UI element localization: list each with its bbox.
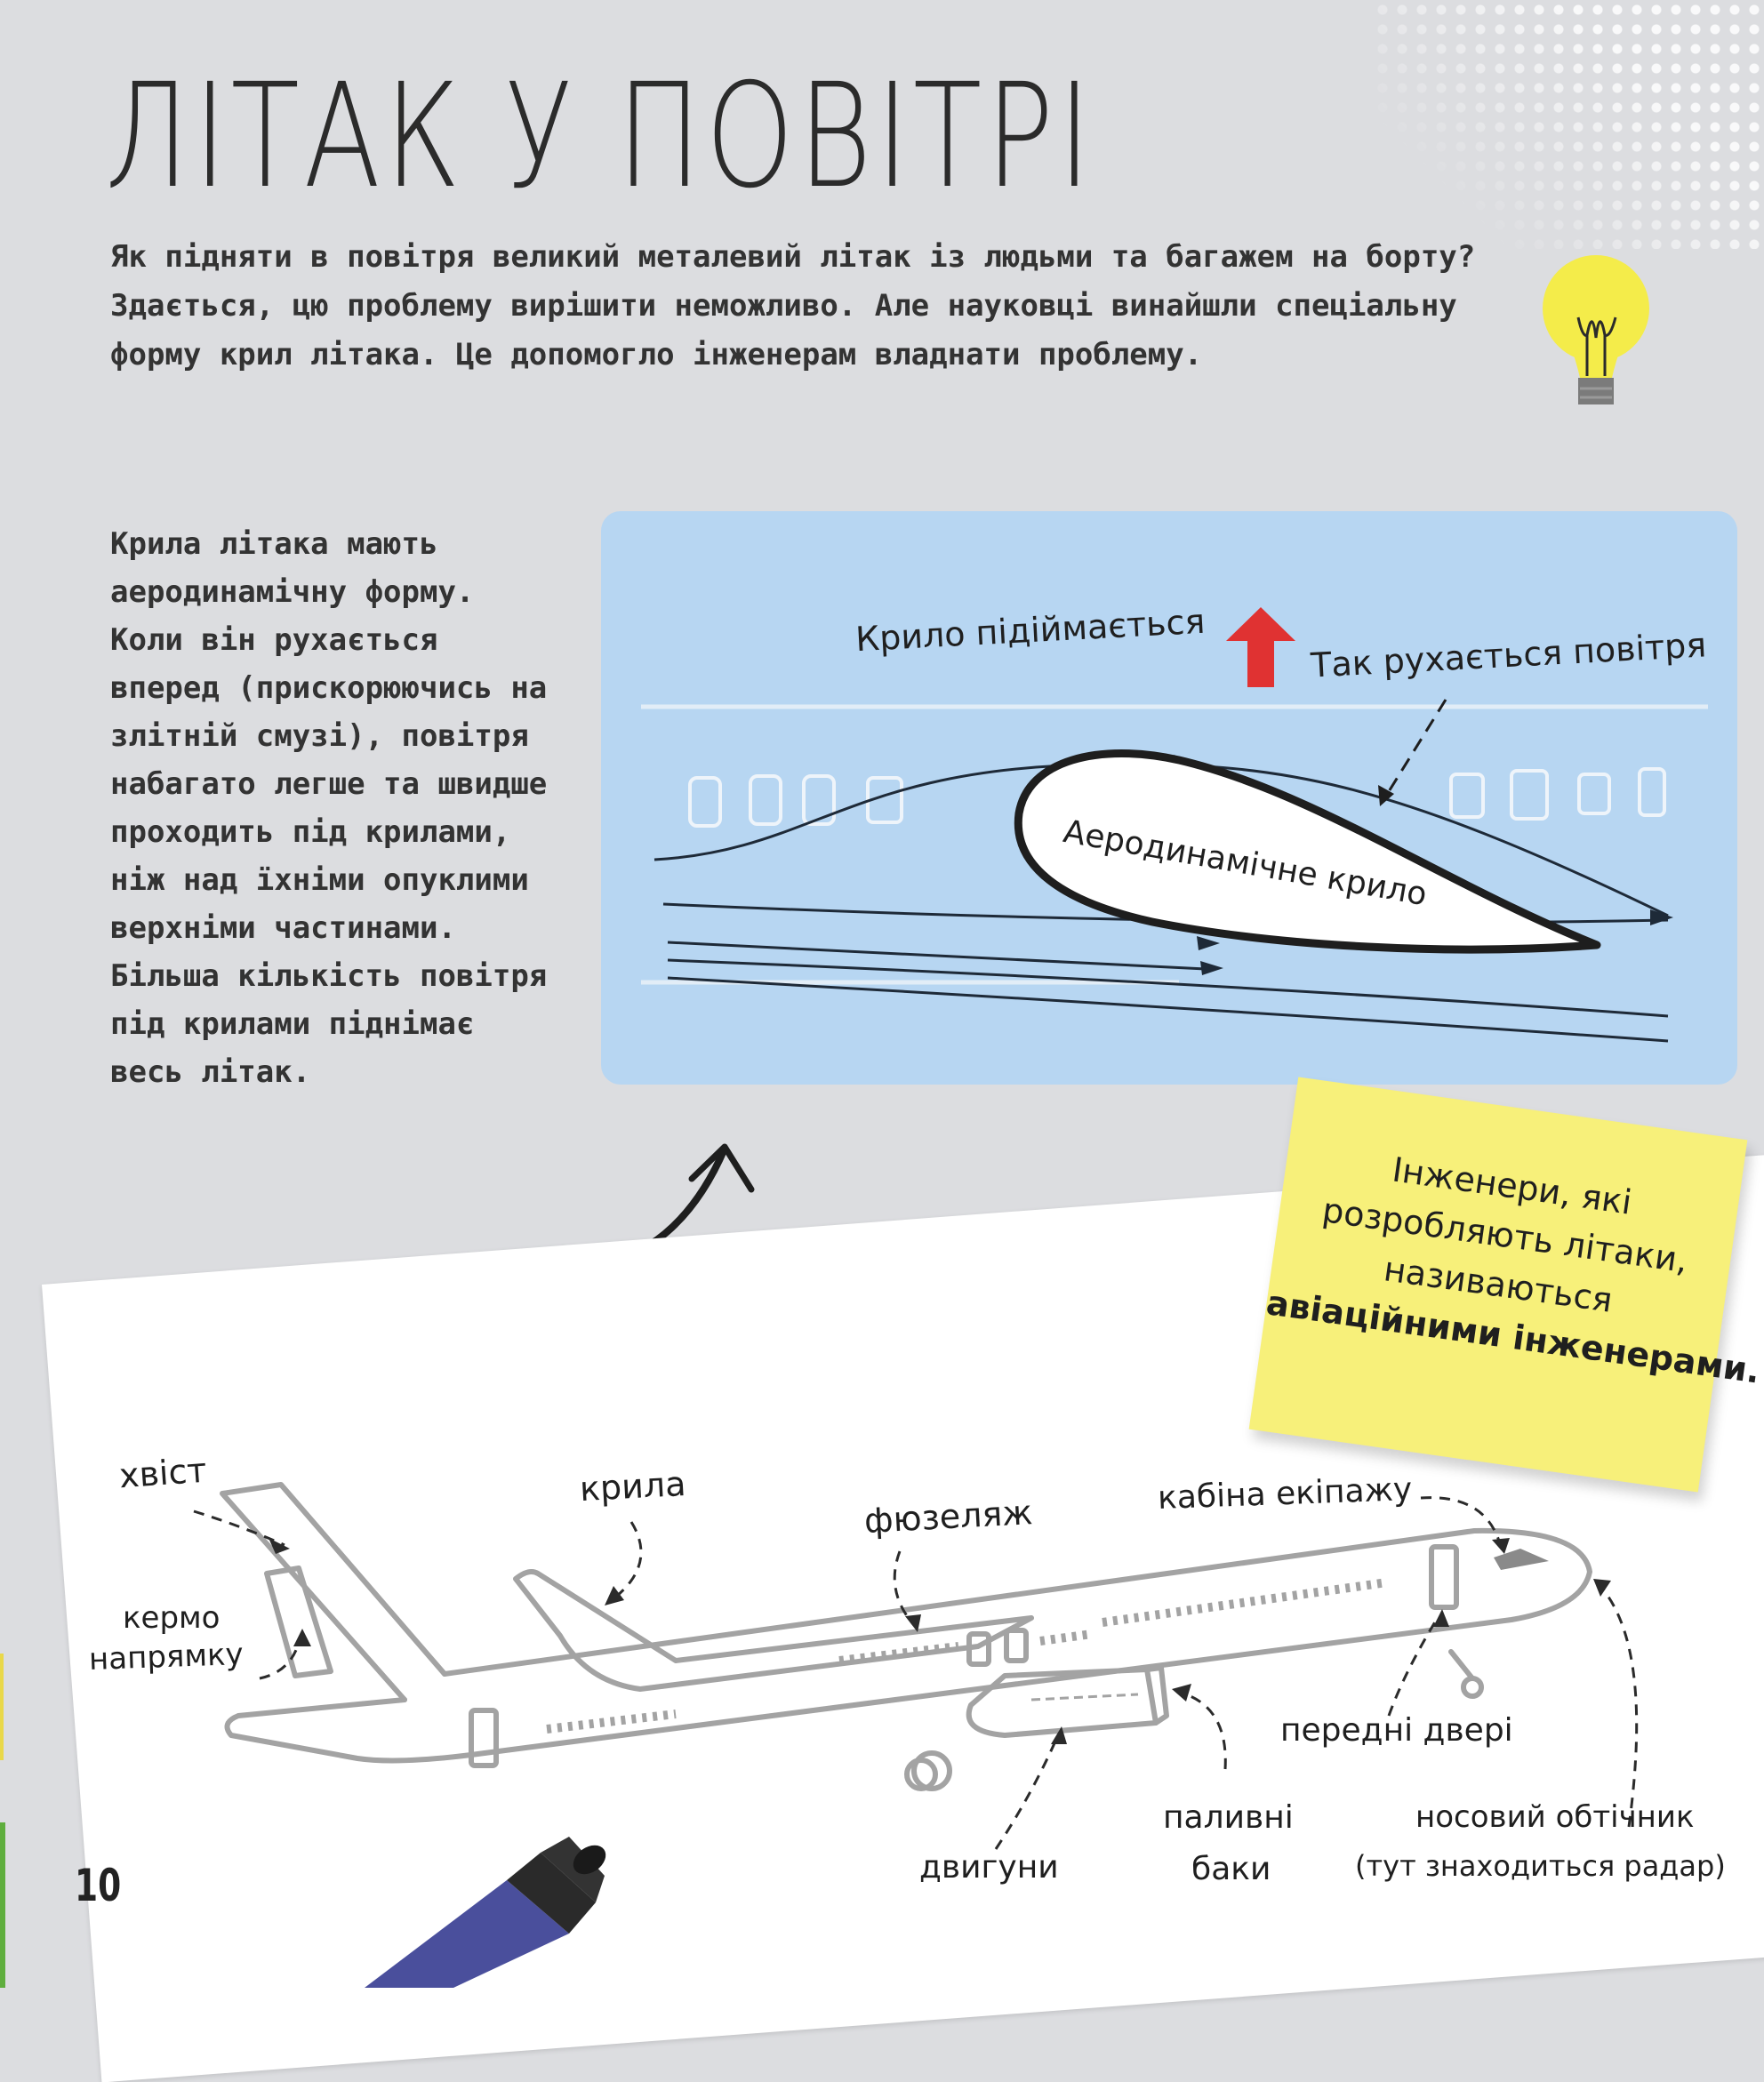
engines-label: двигуни xyxy=(919,1849,1059,1886)
nose-cone-label-line1: носовий обтічник xyxy=(1415,1799,1695,1835)
explanation-text: Крила літака мають аеродинамічну форму. … xyxy=(110,526,548,1090)
sticky-note: Інженери, які розробляють літаки, назива… xyxy=(1248,1077,1763,1493)
marker-pen-icon xyxy=(365,1837,606,1988)
airflow-diagram xyxy=(641,607,1708,1043)
window-outlines xyxy=(688,767,1666,828)
fuel-tanks-label-line1: паливні xyxy=(1163,1799,1294,1836)
edge-mark xyxy=(0,1654,4,1760)
intro-paragraph: Як підняти в повітря великий металевий л… xyxy=(110,239,1476,372)
lift-arrow-icon xyxy=(1226,607,1295,687)
nose-cone-label-line2: (тут знаходиться радар) xyxy=(1355,1849,1726,1883)
plane-illustration xyxy=(193,1482,1639,1850)
page-title: ЛІТАК У ПОВІТРІ xyxy=(105,53,1095,220)
wings-label: крила xyxy=(578,1463,687,1509)
wing-diagram-panel: Крило підіймається Так рухається повітря… xyxy=(601,511,1737,1085)
rudder-label-line1: кермо xyxy=(123,1600,220,1636)
dot-pattern xyxy=(1373,0,1764,249)
light-bulb-icon xyxy=(1543,255,1649,404)
rudder-label-line2: напрямку xyxy=(88,1636,245,1678)
front-door-label: передні двері xyxy=(1280,1712,1513,1749)
tail-label: хвіст xyxy=(117,1450,208,1496)
wing-shape xyxy=(1014,749,1601,954)
fuel-tanks-label-line2: баки xyxy=(1191,1851,1271,1887)
sticky-note-text: Інженери, які розробляють літаки, назива… xyxy=(1263,1149,1763,1391)
page-number: 10 xyxy=(75,1860,122,1911)
edge-mark xyxy=(0,1822,5,1988)
